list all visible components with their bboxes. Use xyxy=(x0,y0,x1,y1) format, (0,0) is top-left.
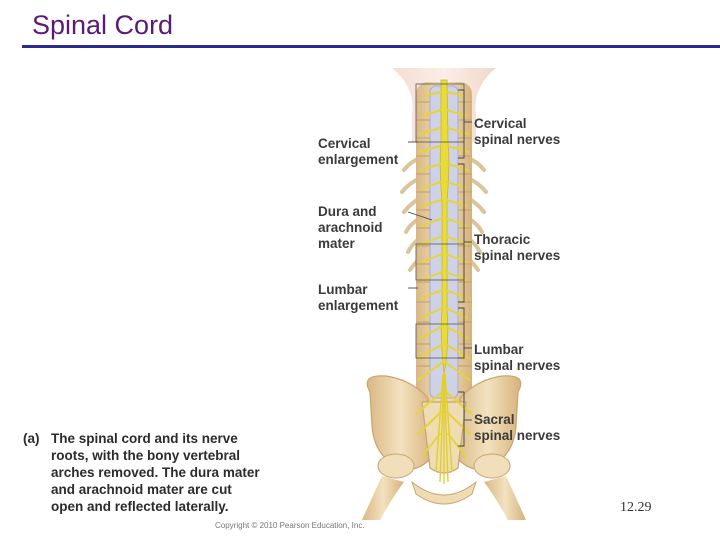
title-divider xyxy=(22,45,720,48)
spinal-nerves xyxy=(415,91,473,457)
label-cervical-enlargement: Cervical enlargement xyxy=(318,136,399,167)
copyright-notice: Copyright © 2010 Pearson Education, Inc. xyxy=(215,521,365,530)
leader-lines xyxy=(407,121,472,421)
slide-number: 12.29 xyxy=(620,500,652,515)
caption-tag: (a) xyxy=(23,431,40,446)
slide-title: Spinal Cord xyxy=(32,10,174,40)
cauda-equina xyxy=(435,371,453,484)
spinal-cord-illustration xyxy=(362,68,526,520)
label-dura-arachnoid-mater: Dura and arachnoid mater xyxy=(318,204,383,251)
caption-text: The spinal cord and its nerve roots, wit… xyxy=(51,431,260,514)
label-sacral-spinal-nerves: Sacral spinal nerves xyxy=(474,412,561,443)
label-lumbar-enlargement: Lumbar enlargement xyxy=(318,282,399,313)
label-lumbar-spinal-nerves: Lumbar spinal nerves xyxy=(474,342,561,373)
label-thoracic-spinal-nerves: Thoracic spinal nerves xyxy=(474,232,561,263)
nerve-brackets xyxy=(458,89,465,447)
figure-caption: (a) The spinal cord and its nerve roots,… xyxy=(23,430,333,515)
label-cervical-spinal-nerves: Cervical spinal nerves xyxy=(474,116,561,147)
